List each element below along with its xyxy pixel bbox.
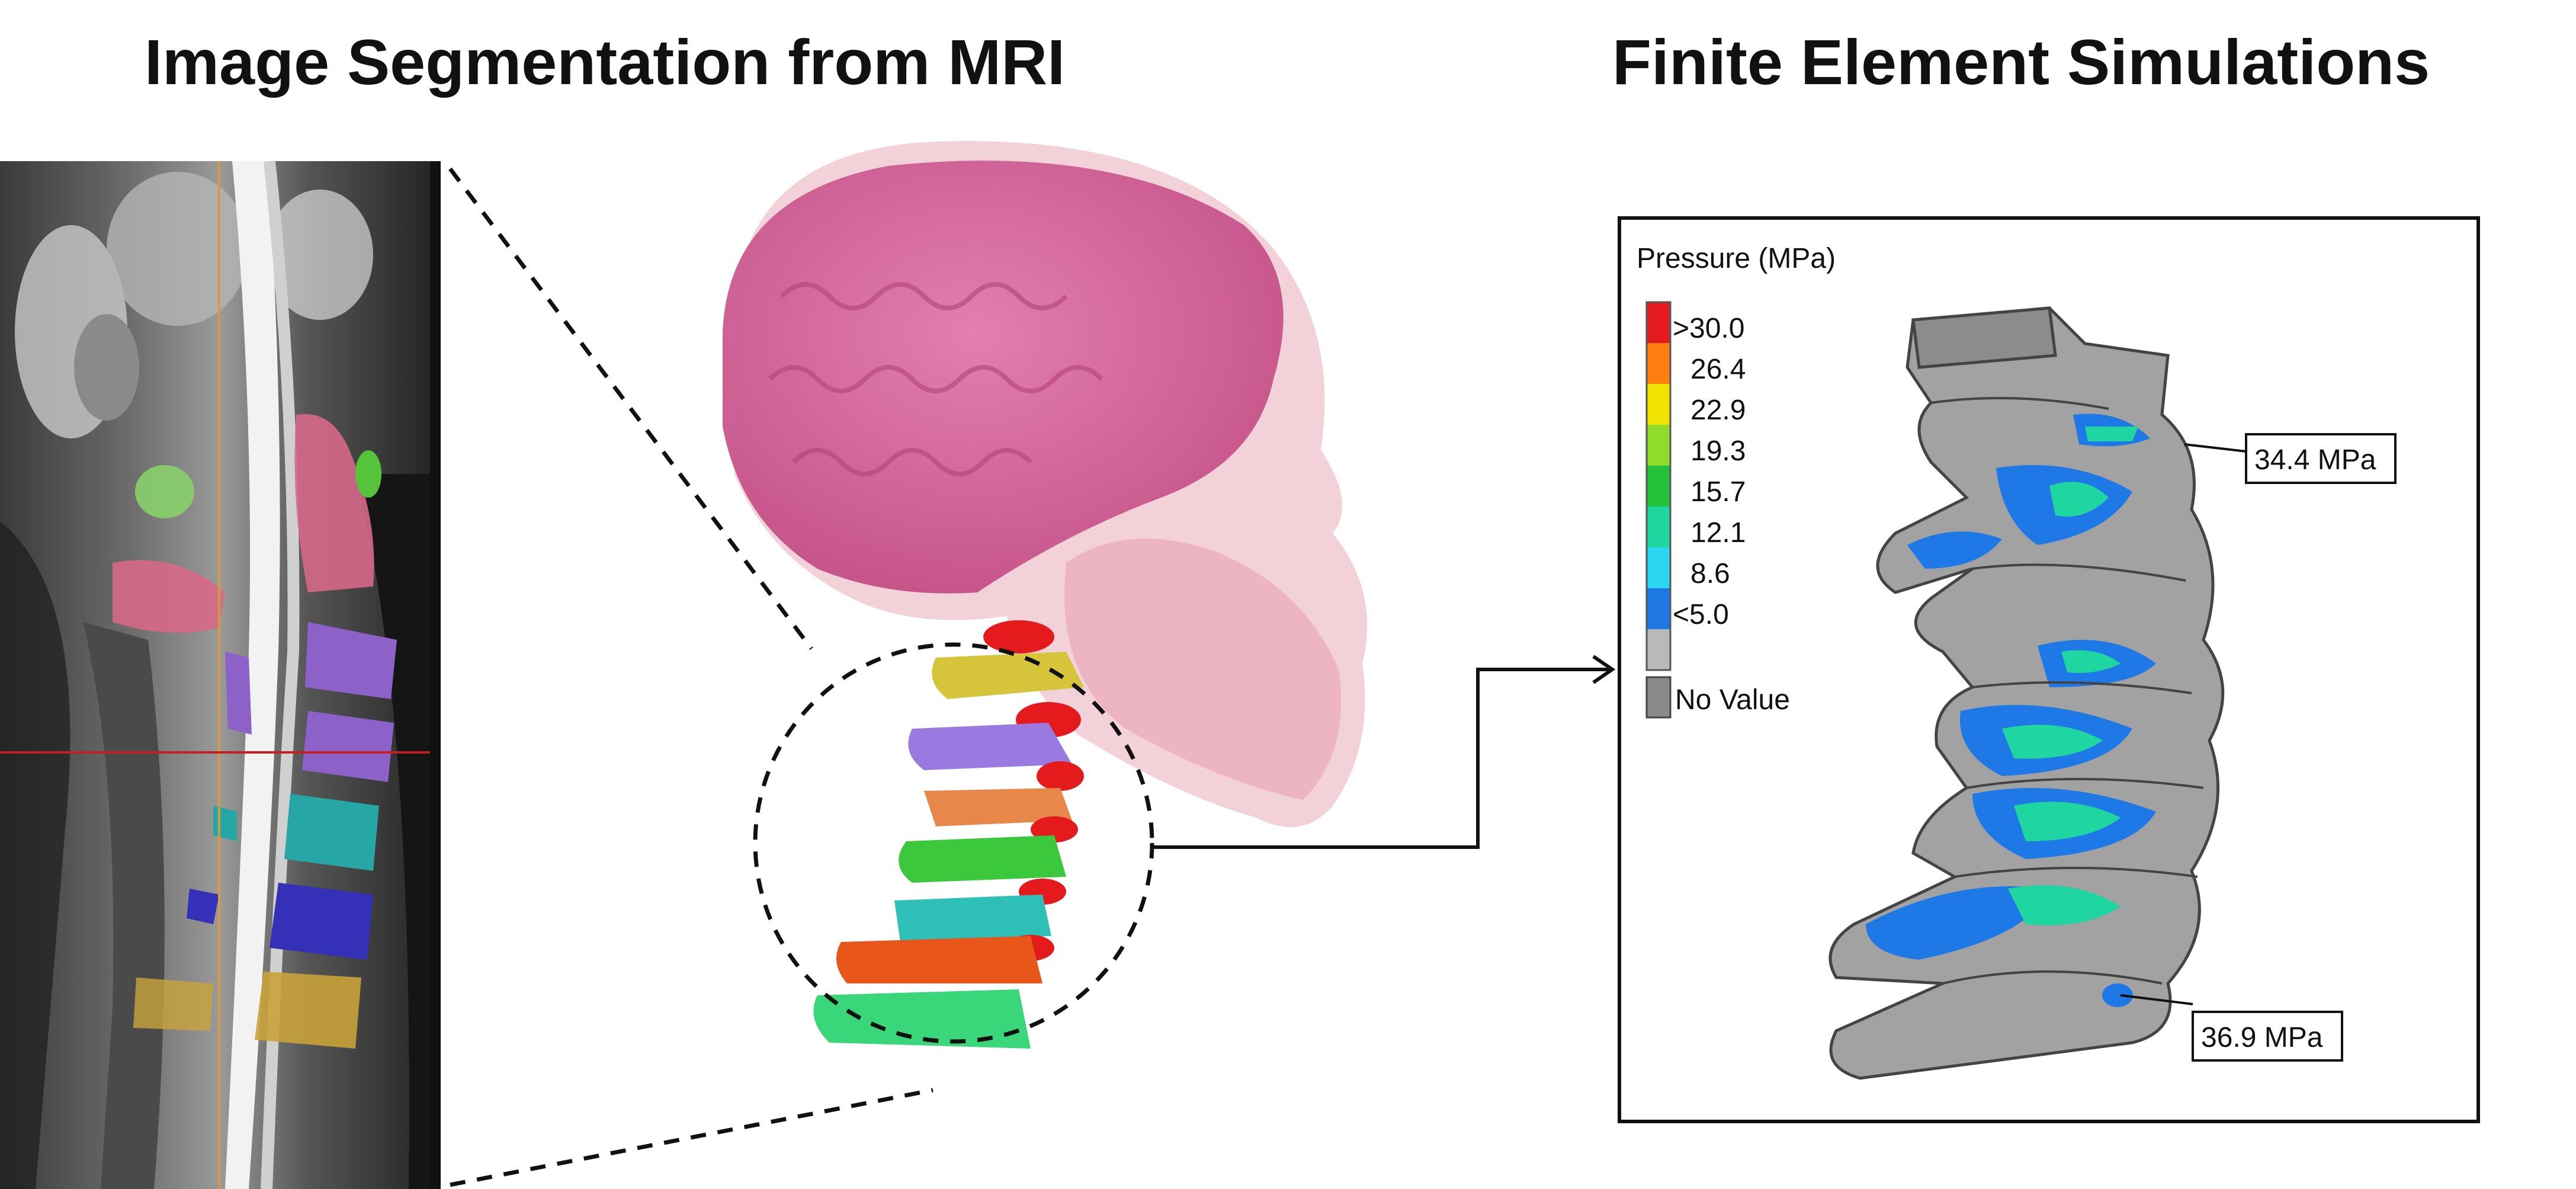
legend-entry-label: >30.0	[1673, 313, 1744, 344]
callout-upper-leader	[2184, 443, 2247, 453]
legend-entry-label: <5.0	[1673, 599, 1729, 630]
spinal-cord	[225, 161, 280, 1189]
legend-swatch	[1647, 384, 1670, 425]
connector-line	[1152, 668, 1611, 849]
legend-swatch	[1647, 466, 1670, 507]
legend-swatch	[1647, 588, 1670, 629]
legend-swatch	[1647, 507, 1670, 547]
segment-purple-1	[305, 622, 397, 699]
callout-upper-label: 34.4 MPa	[2254, 444, 2376, 476]
vertebra-c6	[836, 936, 1042, 983]
cervical-spine	[813, 620, 1084, 1049]
vertebra-c2	[908, 723, 1072, 770]
left-panel-title: Image Segmentation from MRI	[145, 26, 1066, 98]
fe-spine-model	[1828, 306, 2225, 1080]
head-model	[723, 141, 1368, 1049]
legend-colorbar-border	[1645, 301, 1672, 671]
legend-no-value-label: No Value	[1675, 684, 1790, 716]
legend-swatches: >30.0 26.4 22.9 19.3 15.7 12.1 8.6 <5.0	[1645, 301, 1746, 671]
legend-entry-label: 22.9	[1690, 395, 1746, 426]
callout-lower-label: 36.9 MPa	[2201, 1022, 2323, 1053]
callout-lower-leader	[2120, 994, 2193, 1005]
zoom-circle	[753, 642, 1154, 1044]
mri-panel	[0, 160, 441, 1189]
legend-entry-label: 12.1	[1690, 517, 1746, 549]
segment-pink	[294, 414, 374, 592]
vertebra-c3	[924, 788, 1072, 826]
right-panel-title: Finite Element Simulations	[1612, 26, 2430, 98]
legend-swatch	[1647, 343, 1670, 384]
legend-title: Pressure (MPa)	[1637, 243, 1836, 274]
legend-swatch	[1647, 425, 1670, 466]
legend-no-value-swatch	[1645, 676, 1672, 719]
segment-teal	[284, 794, 379, 871]
vertebra-c1	[932, 652, 1084, 699]
callout-upper-box	[2245, 433, 2397, 484]
legend-entry-label: 26.4	[1690, 354, 1746, 385]
legend-swatch	[1647, 629, 1670, 670]
zoom-line-bottom	[450, 1088, 933, 1187]
arrow-head	[1592, 655, 1616, 684]
legend-entry-label: 15.7	[1690, 476, 1746, 508]
vertebra-c7	[813, 989, 1031, 1049]
mandible	[1064, 539, 1341, 800]
legend-swatch	[1647, 302, 1670, 343]
callout-lower-box	[2192, 1011, 2343, 1062]
legend-entry-label: 8.6	[1690, 558, 1730, 589]
segment-gold	[255, 972, 361, 1049]
zoom-line-top	[448, 167, 813, 650]
segment-green	[135, 465, 194, 518]
fe-panel: Pressure (MPa) >30.0 26.4 22.9 19.3 15.7 12.1…	[1618, 216, 2480, 1123]
vertebra-c5	[894, 895, 1051, 942]
segment-purple-2	[302, 711, 394, 782]
vertebra-c4	[899, 835, 1066, 883]
legend-swatch	[1647, 547, 1670, 588]
segment-blue	[270, 883, 373, 960]
legend-entry-label: 19.3	[1690, 435, 1746, 467]
